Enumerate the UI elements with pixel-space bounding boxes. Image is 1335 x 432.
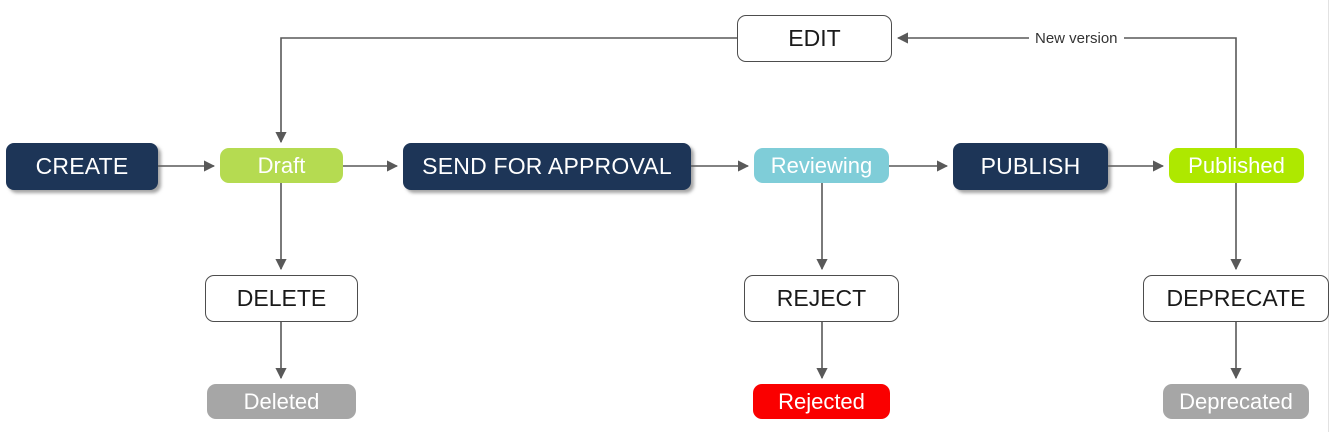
node-deprecated[interactable]: Deprecated xyxy=(1163,384,1309,419)
node-draft[interactable]: Draft xyxy=(220,148,343,183)
node-published[interactable]: Published xyxy=(1169,148,1304,183)
node-edit[interactable]: EDIT xyxy=(737,15,892,62)
node-deleted[interactable]: Deleted xyxy=(207,384,356,419)
edge-edit-to-draft xyxy=(275,37,737,144)
node-send-for-approval[interactable]: SEND FOR APPROVAL xyxy=(403,143,691,190)
edge-label-new-version: New version xyxy=(1029,31,1124,46)
node-reviewing[interactable]: Reviewing xyxy=(754,148,889,183)
node-publish[interactable]: PUBLISH xyxy=(953,143,1108,190)
node-deprecate[interactable]: DEPRECATE xyxy=(1143,275,1329,322)
node-rejected[interactable]: Rejected xyxy=(753,384,890,419)
node-delete[interactable]: DELETE xyxy=(205,275,358,322)
edge-published-to-edit xyxy=(896,32,1237,148)
node-reject[interactable]: REJECT xyxy=(744,275,899,322)
page-right-edge xyxy=(1328,0,1329,432)
node-create[interactable]: CREATE xyxy=(6,143,158,190)
